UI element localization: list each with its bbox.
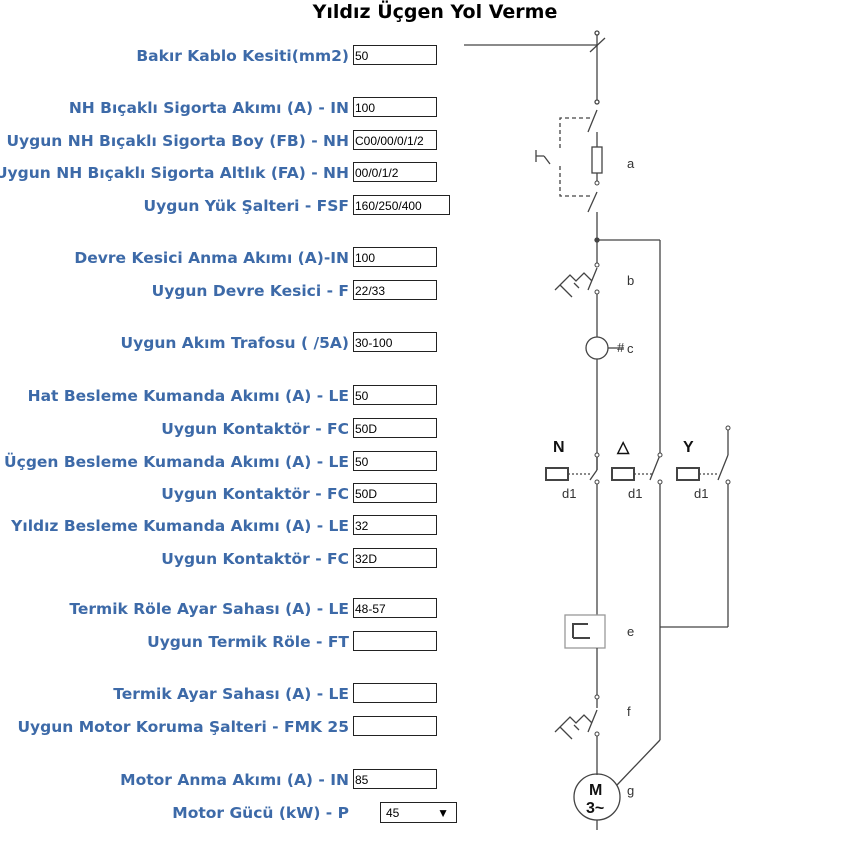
delta-control-current-field[interactable]: 50 xyxy=(353,451,437,471)
motor-protection-trip-symbol xyxy=(554,714,593,733)
label-line-contactor: Uygun Kontaktör - FC xyxy=(161,420,349,438)
thermal-relay-range-field[interactable]: 48-57 xyxy=(353,598,437,618)
label-current-transformer: Uygun Akım Trafosu ( /5A) xyxy=(120,334,349,352)
current-transformer-field[interactable]: 30-100 xyxy=(353,332,437,352)
fuse-switch-blade-top xyxy=(587,109,598,133)
label-motor-rated-current: Motor Anma Akımı (A) - IN xyxy=(120,771,349,789)
supply-terminal xyxy=(594,30,600,36)
label-motor-power: Motor Gücü (kW) - P xyxy=(172,804,349,822)
label-motor-protection-switch: Uygun Motor Koruma Şalteri - FMK 25 xyxy=(17,718,349,736)
fuse-switch-handle xyxy=(535,150,551,165)
contactor-n-contact xyxy=(589,469,598,481)
label-f: f xyxy=(627,704,631,719)
label-breaker-current: Devre Kesici Anma Akımı (A)-IN xyxy=(74,249,349,267)
label-delta-contactor: Uygun Kontaktör - FC xyxy=(161,485,349,503)
contactor-y-label: Y xyxy=(683,439,694,456)
page-title: Yıldız Üçgen Yol Verme xyxy=(312,1,558,23)
breaker-field[interactable]: 22/33 xyxy=(353,280,437,300)
label-thermal-range: Termik Ayar Sahası (A) - LE xyxy=(113,685,349,703)
motor-protection-contact xyxy=(587,709,598,733)
contactor-delta-label: △ xyxy=(616,439,630,456)
fuse-top-terminal xyxy=(594,99,600,105)
thermal-relay-field[interactable] xyxy=(353,631,437,651)
nh-fuse-base-field[interactable]: 00/0/1/2 xyxy=(353,162,437,182)
label-thermal-relay: Uygun Termik Röle - FT xyxy=(147,633,349,651)
coil-n xyxy=(545,467,569,481)
nh-fuse-current-field[interactable]: 100 xyxy=(353,97,437,117)
label-line-control-current: Hat Besleme Kumanda Akımı (A) - LE xyxy=(27,387,349,405)
label-nh-fuse-base: Uygun NH Bıçaklı Sigorta Altlık (FA) - N… xyxy=(0,164,349,182)
contactor-n-label: N xyxy=(553,439,565,456)
thermal-relay-symbol xyxy=(572,623,590,639)
fuse-switch-linkage xyxy=(559,117,590,197)
motor-rated-current-field[interactable]: 85 xyxy=(353,769,437,789)
breaker-trip-symbol xyxy=(554,272,593,291)
coil-y xyxy=(676,467,700,481)
fuse-switch-blade-bottom xyxy=(587,191,598,213)
supply-tick xyxy=(589,37,606,53)
label-copper-cable-section: Bakır Kablo Kesiti(mm2) xyxy=(136,47,349,65)
contactor-y-contact xyxy=(717,454,729,481)
contactor-delta-contact xyxy=(649,454,661,481)
fuse-element xyxy=(591,146,603,174)
dropdown-arrow-icon: ▼ xyxy=(437,806,449,820)
nh-fuse-size-field[interactable]: C00/00/0/1/2 xyxy=(353,130,437,150)
label-star-contactor: Uygun Kontaktör - FC xyxy=(161,550,349,568)
line-control-current-field[interactable]: 50 xyxy=(353,385,437,405)
label-breaker: Uygun Devre Kesici - F xyxy=(151,282,349,300)
thermal-relay-box xyxy=(564,614,606,649)
ct-mark: # xyxy=(617,340,625,355)
motor-phase-label: 3~ xyxy=(586,800,604,817)
copper-cable-section-field[interactable]: 50 xyxy=(353,45,437,65)
thermal-range-field[interactable] xyxy=(353,683,437,703)
star-control-current-field[interactable]: 32 xyxy=(353,515,437,535)
label-nh-fuse-size: Uygun NH Bıçaklı Sigorta Boy (FB) - NH xyxy=(6,132,349,150)
current-transformer-symbol xyxy=(585,336,609,360)
delta-contactor-field[interactable]: 50D xyxy=(353,483,437,503)
label-g: g xyxy=(627,783,634,798)
coil-delta xyxy=(611,467,635,481)
motor-m-label: M xyxy=(589,782,602,799)
breaker-current-field[interactable]: 100 xyxy=(353,247,437,267)
label-load-switch: Uygun Yük Şalteri - FSF xyxy=(143,197,349,215)
label-e: e xyxy=(627,624,634,639)
line-contactor-field[interactable]: 50D xyxy=(353,418,437,438)
motor-power-selected-value: 45 xyxy=(386,806,400,820)
motor-power-select[interactable]: 45 ▼ xyxy=(380,802,457,823)
label-b: b xyxy=(627,273,634,288)
label-delta-control-current: Üçgen Besleme Kumanda Akımı (A) - LE xyxy=(4,453,349,471)
coil-y-label: d1 xyxy=(694,486,708,501)
label-c: c xyxy=(627,341,634,356)
motor-protection-switch-field[interactable] xyxy=(353,716,437,736)
label-star-control-current: Yıldız Besleme Kumanda Akımı (A) - LE xyxy=(11,517,349,535)
star-contactor-field[interactable]: 32D xyxy=(353,548,437,568)
load-switch-field[interactable]: 160/250/400 xyxy=(353,195,450,215)
coil-delta-label: d1 xyxy=(628,486,642,501)
label-thermal-relay-range: Termik Röle Ayar Sahası (A) - LE xyxy=(69,600,349,618)
label-nh-fuse-current: NH Bıçaklı Sigorta Akımı (A) - IN xyxy=(68,99,349,117)
label-a: a xyxy=(627,156,635,171)
breaker-contact xyxy=(587,267,598,291)
coil-n-label: d1 xyxy=(562,486,576,501)
